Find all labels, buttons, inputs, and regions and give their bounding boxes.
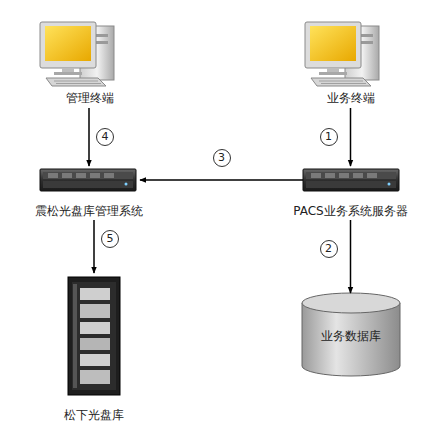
callout-number: 2 — [320, 240, 338, 258]
arrow-connector — [350, 220, 352, 293]
database-cylinder — [302, 293, 400, 376]
node-label: PACS业务系统服务器 — [266, 204, 434, 219]
server-icon — [40, 169, 136, 191]
server-node: 震松光盘库管理系统 — [38, 166, 140, 220]
node-label: 业务数据库 — [302, 329, 400, 344]
node-label: 业务终端 — [281, 91, 421, 106]
server-icon — [303, 169, 399, 191]
computer-icon — [40, 22, 114, 86]
callout-number: 5 — [101, 230, 119, 248]
arrow-connector — [140, 179, 303, 181]
rack-icon — [68, 277, 120, 395]
terminal-node: 管理终端 — [38, 20, 142, 108]
node-label: 松下光盘库 — [24, 408, 164, 423]
server-node: PACS业务系统服务器 — [303, 166, 398, 220]
database-node: 业务数据库 — [302, 293, 400, 375]
callout-number: 3 — [213, 149, 231, 167]
node-label: 管理终端 — [20, 91, 160, 106]
arrow-connector — [88, 108, 90, 166]
terminal-node: 业务终端 — [303, 20, 398, 108]
callout-number: 1 — [320, 128, 338, 146]
computer-icon — [305, 22, 379, 86]
arrow-connector — [93, 220, 95, 273]
callout-number: 4 — [96, 128, 114, 146]
arrow-connector — [350, 108, 352, 166]
node-label: 震松光盘库管理系统 — [4, 204, 174, 219]
storage-rack-node: 松下光盘库 — [60, 273, 128, 425]
